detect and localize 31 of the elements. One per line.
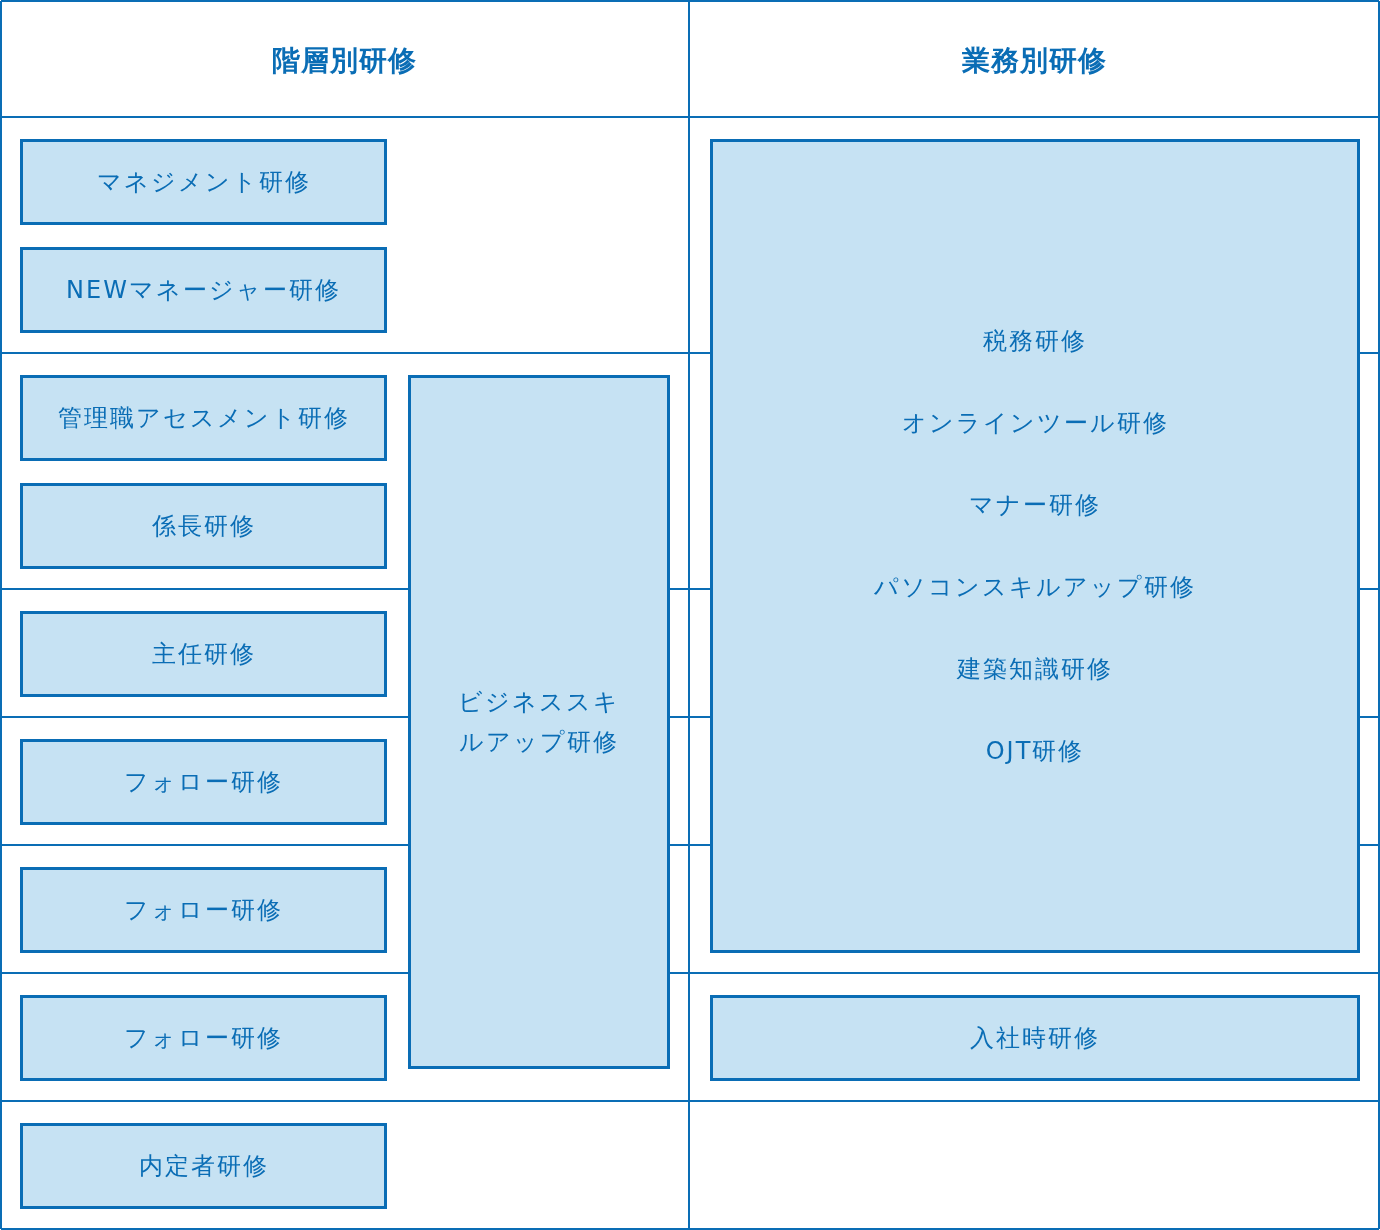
column-heading: 階層別研修 <box>271 43 418 79</box>
course-name: パソコンスキルアップ研修 <box>874 572 1196 603</box>
course-box <box>20 247 387 333</box>
course-box <box>20 739 387 825</box>
course-box <box>710 139 1360 953</box>
course-name: 入社時研修 <box>970 1023 1100 1054</box>
course-box <box>20 483 387 569</box>
column-heading: 業務別研修 <box>961 43 1108 79</box>
course-name: マナー研修 <box>969 490 1101 521</box>
course-name: 建築知識研修 <box>957 654 1113 685</box>
course-name: ビジネススキルアップ研修 <box>457 687 621 758</box>
course-name: オンラインツール研修 <box>901 408 1169 439</box>
course-name: マネジメント研修 <box>96 167 311 198</box>
course-name: NEWマネージャー研修 <box>66 275 341 306</box>
course-box <box>20 375 387 461</box>
course-box <box>408 375 670 1069</box>
course-box <box>20 611 387 697</box>
course-name: フォロー研修 <box>124 895 283 926</box>
course-box <box>20 995 387 1081</box>
course-name: 内定者研修 <box>138 1151 269 1182</box>
course-name: フォロー研修 <box>124 1023 283 1054</box>
course-name: 税務研修 <box>983 326 1087 357</box>
course-name: 係長研修 <box>151 511 256 542</box>
course-name: OJT研修 <box>985 736 1085 767</box>
course-box <box>20 1123 387 1209</box>
course-box <box>20 139 387 225</box>
course-name: 主任研修 <box>151 639 256 670</box>
course-box <box>710 995 1360 1081</box>
course-box <box>20 867 387 953</box>
course-name: 管理職アセスメント研修 <box>57 403 350 434</box>
course-name: フォロー研修 <box>124 767 283 798</box>
